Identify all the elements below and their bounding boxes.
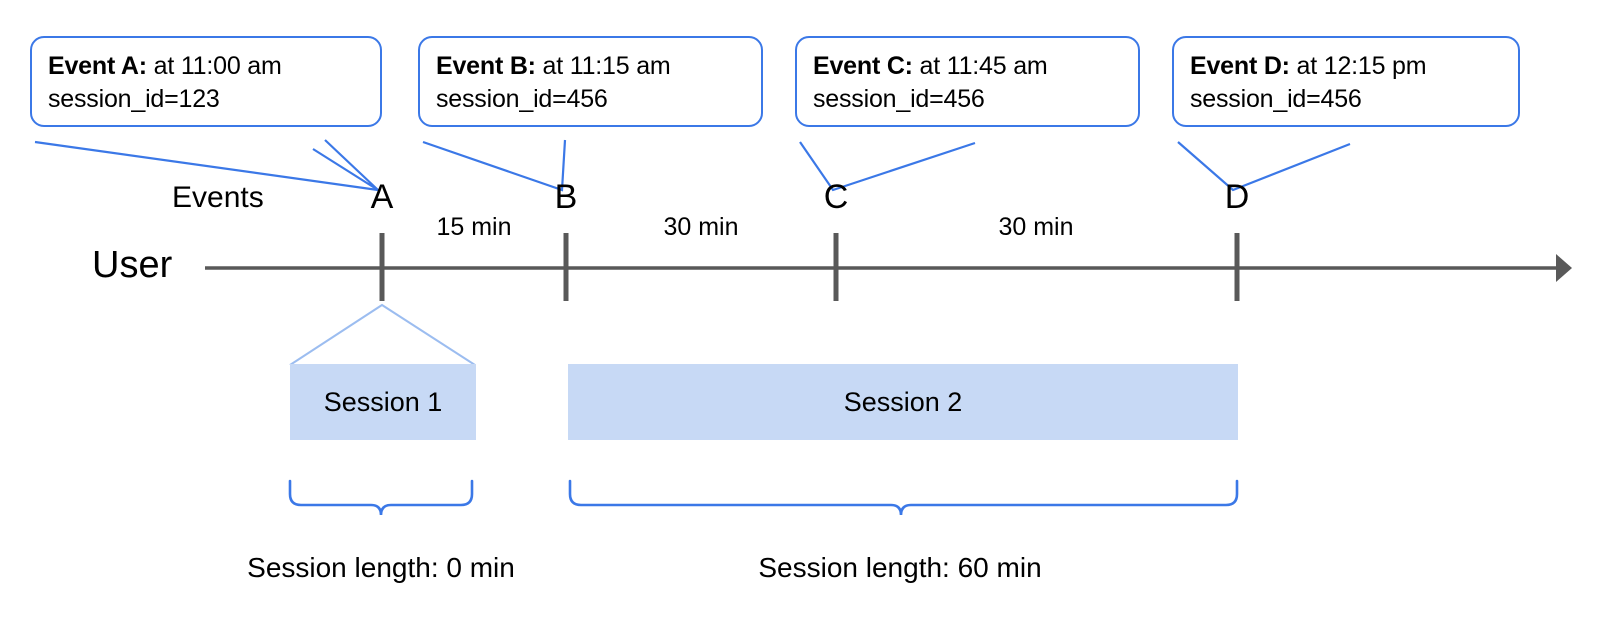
timeline-arrowhead xyxy=(1556,254,1572,282)
gap-label-c-d: 30 min xyxy=(998,213,1074,241)
callout-tail-a xyxy=(34,140,379,192)
callout-event-b[interactable]: Event B: at 11:15 am session_id=456 xyxy=(418,36,763,127)
callout-b-title: Event B: xyxy=(436,52,536,80)
session2-brace xyxy=(568,479,1239,516)
callout-d-title: Event D: xyxy=(1190,52,1290,80)
gap-label-a-b: 15 min xyxy=(436,213,512,241)
session-bar-2[interactable]: Session 2 xyxy=(568,364,1238,440)
gap-label-b-c: 30 min xyxy=(663,213,739,241)
callout-tail-b xyxy=(422,139,567,192)
event-letter-c: C xyxy=(823,178,849,216)
session-1-length-caption: Session length: 0 min xyxy=(247,552,515,583)
callout-d-time: at 12:15 pm xyxy=(1289,52,1427,80)
session1-funnel xyxy=(289,303,476,366)
callout-a-title: Event A: xyxy=(48,52,147,80)
row-label-events: Events xyxy=(172,181,264,214)
callout-c-session: session_id=456 xyxy=(813,84,985,113)
row-label-user: User xyxy=(92,244,173,286)
callout-d-session: session_id=456 xyxy=(1190,84,1362,113)
callout-tail-d xyxy=(1177,141,1351,192)
event-letter-b: B xyxy=(554,178,578,216)
event-letter-d: D xyxy=(1224,178,1250,216)
callout-event-a[interactable]: Event A: at 11:00 am session_id=123 xyxy=(30,36,382,127)
callout-c-title: Event C: xyxy=(813,52,913,80)
callout-a-session: session_id=123 xyxy=(48,84,220,113)
session-bar-1-label: Session 1 xyxy=(323,386,443,417)
session1-brace xyxy=(288,479,474,516)
session-bar-2-label: Session 2 xyxy=(843,386,963,417)
callout-b-time: at 11:15 am xyxy=(535,52,671,80)
callout-a-time: at 11:00 am xyxy=(146,52,282,80)
callout-event-d[interactable]: Event D: at 12:15 pm session_id=456 xyxy=(1172,36,1520,127)
callout-tail-c xyxy=(799,141,976,192)
session-bar-1[interactable]: Session 1 xyxy=(290,364,476,440)
callout-b-session: session_id=456 xyxy=(436,84,608,113)
callout-event-c[interactable]: Event C: at 11:45 am session_id=456 xyxy=(795,36,1140,127)
callout-c-time: at 11:45 am xyxy=(912,52,1048,80)
event-letter-a: A xyxy=(370,178,394,216)
session-2-length-caption: Session length: 60 min xyxy=(758,552,1042,583)
callout-tail-a2 xyxy=(312,139,379,191)
